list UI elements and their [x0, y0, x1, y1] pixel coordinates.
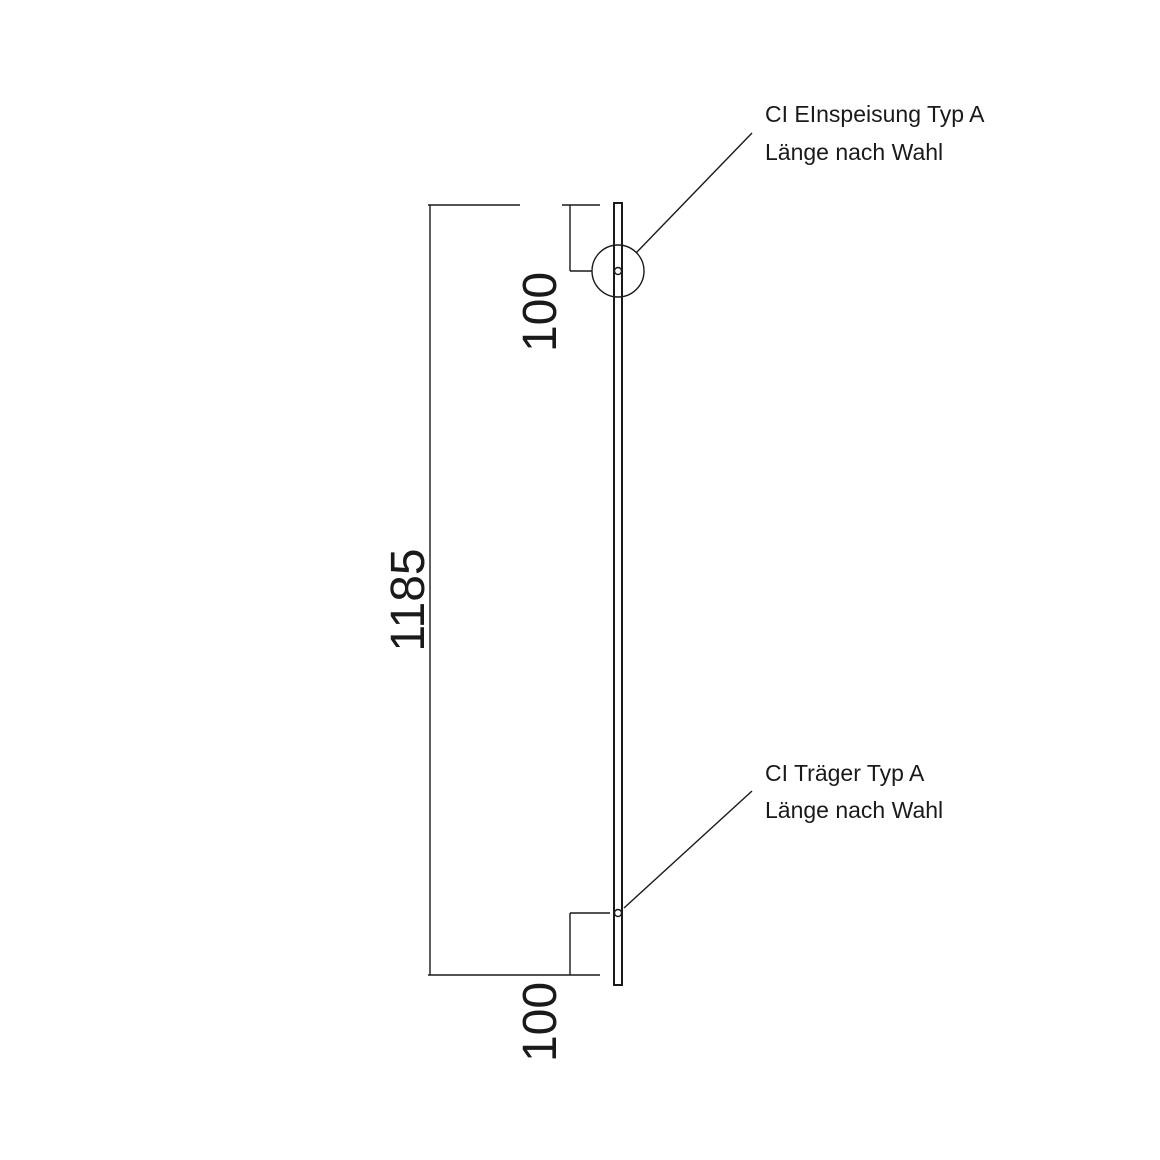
- carrier-annotation-line2: Länge nach Wahl: [765, 797, 943, 823]
- feed-annotation-line2: Länge nach Wahl: [765, 139, 943, 165]
- feed-offset-dimension-label: 100: [514, 272, 567, 352]
- carrier-offset-dimension-label: 100: [514, 982, 567, 1062]
- feed-annotation-line1: CI EInspeisung Typ A: [765, 101, 985, 127]
- carrier-leader-line: [623, 790, 753, 909]
- rail-profile: [613, 202, 623, 986]
- overall-dimension-label: 1185: [382, 548, 435, 651]
- carrier-point-dot: [613, 908, 623, 918]
- feed-point-dot: [613, 266, 623, 276]
- carrier-annotation-line1: CI Träger Typ A: [765, 760, 925, 786]
- feed-leader-line: [635, 132, 753, 254]
